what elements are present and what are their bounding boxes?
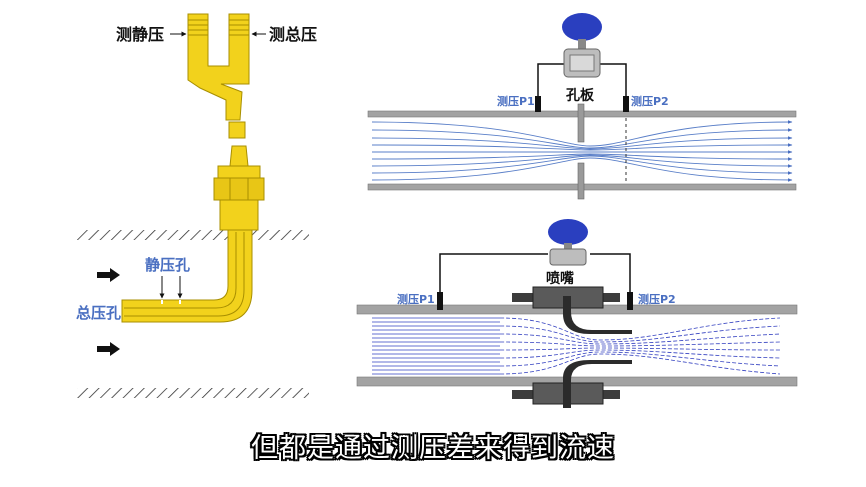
pressure-tap-p2 [623,96,629,112]
nozzle-diagram: 喷嘴 测压P1 测压P2 [356,219,798,408]
orifice-plate-diagram: 孔板 测压P1 测压P2 [367,13,797,200]
nozzle-upper-contour [563,296,632,334]
pressure-tap-p1 [535,96,541,112]
pipe-wall-top [77,230,309,240]
pitot-tube-diagram: 测静压 测总压 静压孔 总压孔 [76,13,317,398]
pitot-probe-body [121,229,253,323]
pitot-nut-hex [213,177,265,201]
p2-label: 测压P2 [631,94,669,108]
dp-transmitter-head [562,13,602,41]
flow-lines [371,120,793,182]
p2-label: 测压P2 [638,292,676,306]
dp-transmitter-body [549,248,587,266]
total-tap-label: 测总压 [269,25,317,44]
dp-transmitter-neck [564,243,572,249]
dp-transmitter-head [548,219,588,245]
static-tap-label: 测静压 [116,25,164,44]
pipe-wall-bottom [77,388,309,398]
p1-label: 测压P1 [397,292,435,306]
flow-direction-arrow [97,268,120,282]
video-subtitle: 但都是通过测压差来得到流速 [251,433,615,464]
impulse-line-p2 [590,253,631,297]
pitot-nut-upper [217,165,261,179]
impulse-line-p1 [537,63,566,104]
flow-direction-arrow [97,342,120,356]
dp-transmitter-neck [578,39,586,49]
pitot-stem-tip [228,121,246,139]
static-holes-label: 静压孔 [145,256,190,274]
impulse-line-p1 [439,253,548,297]
nozzle-lower-contour [563,360,632,408]
pressure-tap-p2 [627,292,633,310]
nozzle-title: 喷嘴 [546,270,574,287]
dp-transmitter-flange [569,54,595,72]
impulse-line-p2 [600,63,627,104]
pitot-u-head [187,13,250,121]
pitot-stem [229,145,249,167]
orifice-plate-lower [577,162,585,200]
flow-lines-nozzle [499,317,781,375]
orifice-title: 孔板 [566,87,595,104]
flow-lines-inlet [372,317,500,375]
p1-label: 测压P1 [497,94,535,108]
orifice-plate-upper [577,103,585,143]
pitot-nut-lower [219,199,259,231]
total-hole-label: 总压孔 [76,304,121,322]
pressure-tap-p1 [437,292,443,310]
